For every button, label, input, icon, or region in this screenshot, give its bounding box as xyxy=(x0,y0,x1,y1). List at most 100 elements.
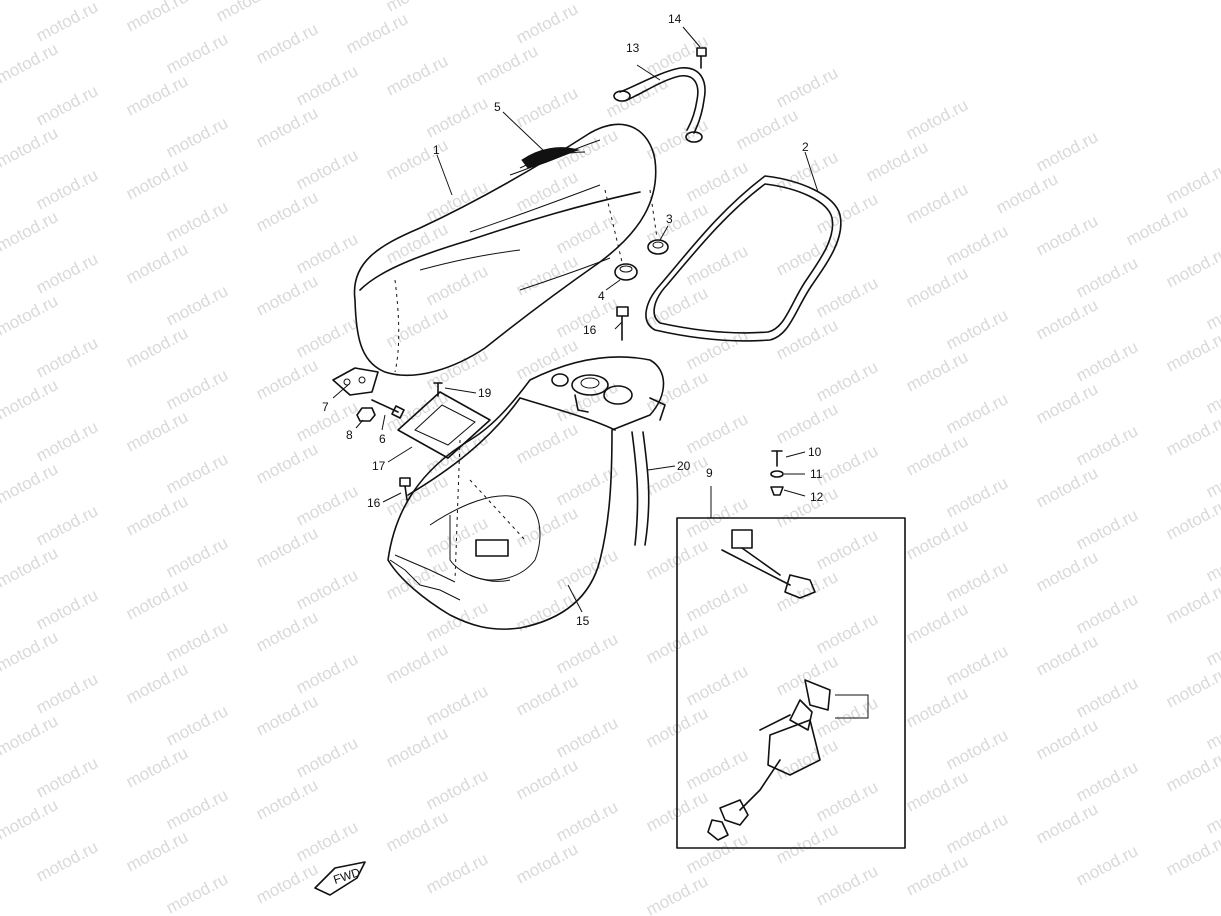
part-label-14: 14 xyxy=(668,12,682,26)
luggage-box xyxy=(387,356,666,630)
watermark-text: motod.ru xyxy=(163,29,231,77)
watermark-text: motod.ru xyxy=(813,609,881,657)
watermark-text: motod.ru xyxy=(383,303,451,351)
watermark-text: motod.ru xyxy=(293,817,361,865)
watermark-text: motod.ru xyxy=(1203,537,1221,585)
watermark-text: motod.ru xyxy=(513,503,581,551)
watermark-text: motod.ru xyxy=(1203,621,1221,669)
watermark-text: motod.ru xyxy=(1033,631,1101,679)
watermark-text: motod.ru xyxy=(383,135,451,183)
watermark-text: motod.ru xyxy=(123,155,191,203)
watermark-text: motod.ru xyxy=(943,809,1011,857)
part-label-16-upper: 16 xyxy=(583,323,597,337)
watermark-text: motod.ru xyxy=(1163,747,1221,795)
watermark-text: motod.ru xyxy=(813,693,881,741)
watermark-text: motod.ru xyxy=(1033,547,1101,595)
watermark-text: motod.ru xyxy=(123,407,191,455)
bolt-10 xyxy=(771,450,783,467)
watermark-text: motod.ru xyxy=(683,157,751,205)
bolt-16-lower xyxy=(399,477,411,501)
watermark-text: motod.ru xyxy=(253,607,321,655)
watermark-text: motod.ru xyxy=(813,357,881,405)
watermark-text: motod.ru xyxy=(903,263,971,311)
watermark-text: motod.ru xyxy=(643,367,711,415)
watermark-text: motod.ru xyxy=(423,177,491,225)
watermark-text: motod.ru xyxy=(1073,841,1141,889)
watermark-text: motod.ru xyxy=(773,819,841,867)
watermark-text: motod.ru xyxy=(553,713,621,761)
seat-emblem xyxy=(519,147,586,169)
watermark-text: motod.ru xyxy=(993,169,1061,217)
watermark-text: motod.ru xyxy=(513,83,581,131)
watermark-text: motod.ru xyxy=(123,239,191,287)
watermark-text: motod.ru xyxy=(123,491,191,539)
part-label-2: 2 xyxy=(802,140,809,154)
watermark-text: motod.ru xyxy=(1073,589,1141,637)
watermark-text: motod.ru xyxy=(163,533,231,581)
watermark-text: motod.ru xyxy=(1203,705,1221,753)
watermark-text: motod.ru xyxy=(1163,831,1221,879)
watermark-text: motod.ru xyxy=(1163,663,1221,711)
watermark-text: motod.ru xyxy=(683,661,751,709)
watermark-text: motod.ru xyxy=(253,19,321,67)
watermark-text: motod.ru xyxy=(473,41,541,89)
watermark-text: motod.ru xyxy=(773,63,841,111)
leader-dashed xyxy=(604,189,623,263)
watermark-text: motod.ru xyxy=(33,333,101,381)
watermark-text: motod.ru xyxy=(1033,379,1101,427)
part-label-16-lower: 16 xyxy=(367,496,381,510)
watermark-text: motod.ru xyxy=(943,389,1011,437)
watermark-text: motod.ru xyxy=(1073,505,1141,553)
watermark-text: motod.ru xyxy=(293,733,361,781)
watermark-text: motod.ru xyxy=(943,221,1011,269)
watermark-text: motod.ru xyxy=(423,429,491,477)
watermark-text: motod.ru xyxy=(603,73,671,121)
watermark-text: motod.ru xyxy=(683,241,751,289)
watermark-text: motod.ru xyxy=(293,649,361,697)
cover-17 xyxy=(397,391,491,459)
watermark-text: motod.ru xyxy=(253,187,321,235)
watermark-text: motod.ru xyxy=(163,449,231,497)
watermark-text: motod.ru xyxy=(1203,369,1221,417)
watermark-text: motod.ru xyxy=(0,711,61,759)
watermark-text: motod.ru xyxy=(0,0,61,4)
drain-hose xyxy=(631,431,650,546)
watermark-text: motod.ru xyxy=(903,431,971,479)
watermark-text: motod.ru xyxy=(943,725,1011,773)
part-label-11: 11 xyxy=(810,467,823,481)
watermark-text: motod.ru xyxy=(943,305,1011,353)
watermark-text: motod.ru xyxy=(773,567,841,615)
part-label-3: 3 xyxy=(666,212,673,226)
watermark-text: motod.ru xyxy=(253,439,321,487)
fwd-arrow: FWD xyxy=(314,861,366,896)
watermark-text: motod.ru xyxy=(0,291,61,339)
watermark-text: motod.ru xyxy=(513,0,581,48)
watermark-text: motod.ru xyxy=(0,123,61,171)
watermark-text: motod.ru xyxy=(513,839,581,887)
bolt-6 xyxy=(371,399,405,419)
lock-set-box xyxy=(676,517,906,849)
watermark-text: motod.ru xyxy=(1073,253,1141,301)
watermark-text: motod.ru xyxy=(0,375,61,423)
watermark-text: motod.ru xyxy=(423,849,491,897)
part-labels: 1 2 3 4 5 6 7 8 9 10 11 12 13 14 15 16 1… xyxy=(322,12,824,628)
watermark-text: motod.ru xyxy=(1203,285,1221,333)
watermark-text: motod.ru xyxy=(773,147,841,195)
watermark-text: motod.ru xyxy=(423,681,491,729)
watermark-text: motod.ru xyxy=(943,557,1011,605)
part-label-6: 6 xyxy=(379,432,386,446)
watermark-text: motod.ru xyxy=(683,409,751,457)
watermark-text: motod.ru xyxy=(813,777,881,825)
watermark-text: motod.ru xyxy=(643,283,711,331)
watermark-text: motod.ru xyxy=(553,209,621,257)
watermark-text: motod.ru xyxy=(513,671,581,719)
watermark-text: motod.ru xyxy=(383,471,451,519)
watermark-text: motod.ru xyxy=(943,641,1011,689)
watermark-text: motod.ru xyxy=(383,51,451,99)
watermark-text: motod.ru xyxy=(163,785,231,833)
watermark-text: motod.ru xyxy=(253,355,321,403)
watermark-text: motod.ru xyxy=(1163,495,1221,543)
watermark-text: motod.ru xyxy=(33,753,101,801)
watermark-text: motod.ru xyxy=(423,765,491,813)
leader-lines xyxy=(332,26,819,613)
